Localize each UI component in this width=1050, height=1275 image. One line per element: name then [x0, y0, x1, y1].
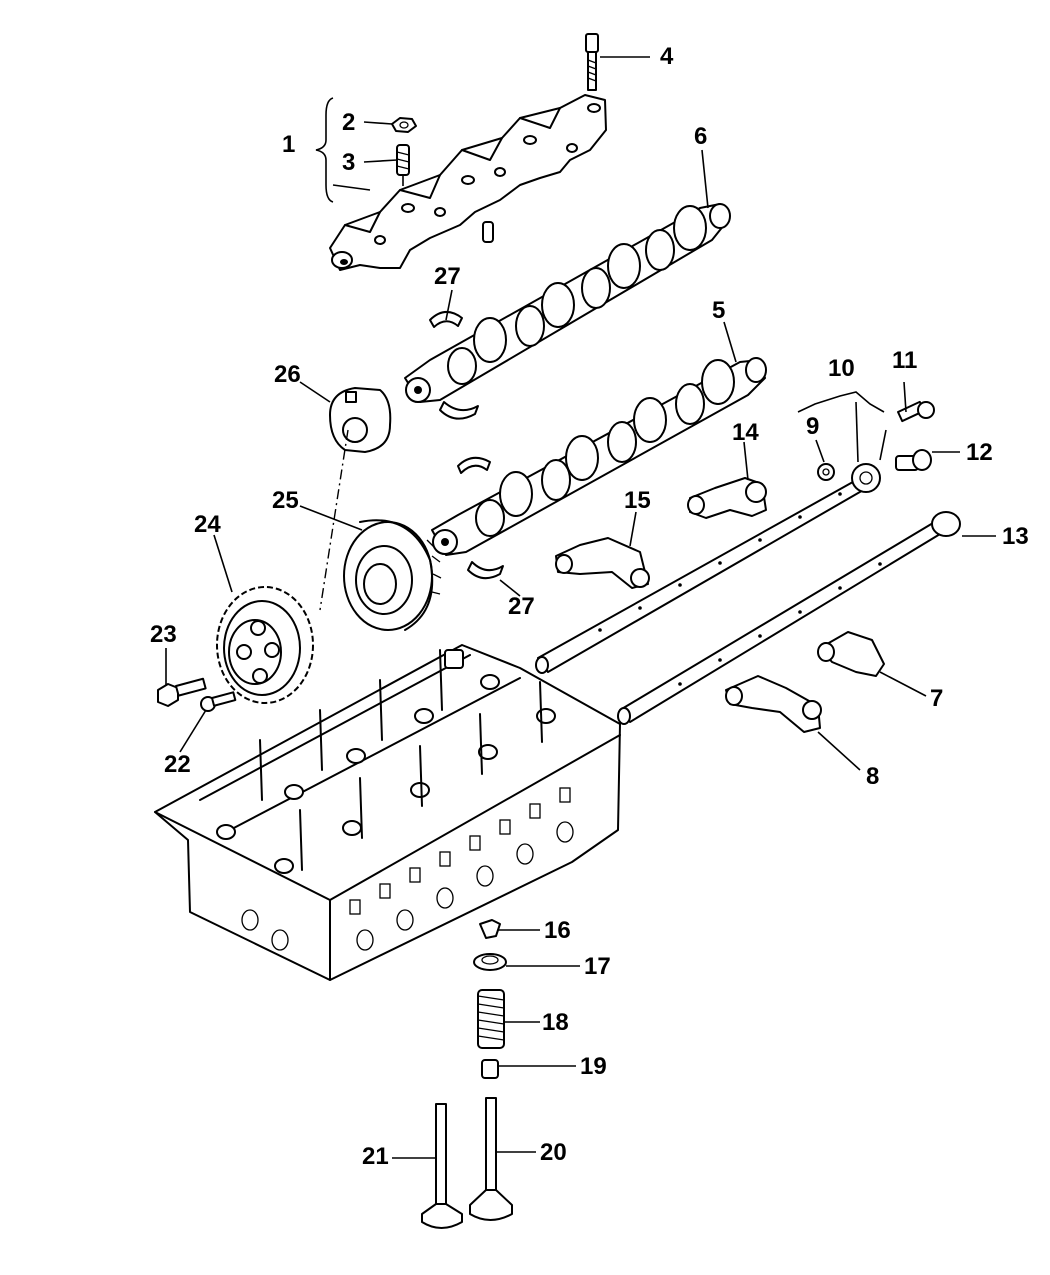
callout-21: 21 — [362, 1143, 389, 1170]
leader-6 — [701, 149, 709, 209]
leader-22 — [179, 709, 207, 753]
sprocket-24-drawing — [216, 586, 314, 704]
callout-19: 19 — [580, 1053, 607, 1080]
cylinder-head-drawing — [154, 644, 621, 981]
callout-26: 26 — [274, 361, 301, 388]
callout-25: 25 — [272, 487, 299, 514]
leader-9 — [815, 439, 825, 463]
callout-7: 7 — [930, 685, 943, 712]
spring-retainer-17-drawing — [473, 953, 507, 971]
callout-12: 12 — [966, 439, 993, 466]
callout-27-bottom: 27 — [508, 593, 535, 620]
callout-8: 8 — [866, 763, 879, 790]
bearing-cap-carrier-1-drawing — [329, 94, 607, 271]
nut-2-drawing — [391, 117, 417, 133]
plug-12-drawing — [895, 449, 932, 471]
hub-26-drawing — [329, 387, 392, 453]
leader-24 — [213, 534, 233, 593]
callout-2: 2 — [342, 109, 355, 136]
bracket-10 — [797, 391, 885, 413]
valve-spring-18-drawing — [477, 989, 505, 1049]
rocker-arm-8-drawing — [725, 675, 822, 733]
camshaft-5-drawing — [431, 357, 767, 556]
callout-11: 11 — [892, 347, 917, 374]
callout-15: 15 — [624, 487, 651, 514]
leader-3 — [363, 159, 398, 163]
leader-11a — [903, 381, 907, 413]
stud-3-drawing — [396, 144, 410, 186]
leader-15 — [629, 511, 637, 547]
leader-2 — [363, 121, 393, 125]
callout-3: 3 — [342, 149, 355, 176]
leader-27-top — [445, 289, 453, 321]
bracket-1 — [315, 97, 334, 203]
callout-9: 9 — [806, 413, 819, 440]
leader-25 — [299, 505, 363, 531]
callout-20: 20 — [540, 1139, 567, 1166]
callout-23: 23 — [150, 621, 177, 648]
bolt-22-drawing — [200, 691, 237, 712]
callout-14: 14 — [732, 419, 759, 446]
valve-keeper-16-drawing — [479, 919, 501, 939]
valve-stem-seal-19-drawing — [481, 1059, 499, 1079]
leader-11b — [879, 429, 887, 461]
rocker-shaft-13-drawing — [617, 511, 961, 725]
callout-10: 10 — [828, 355, 855, 382]
leader-8 — [817, 731, 861, 771]
intake-valve-21-drawing — [421, 1103, 463, 1229]
callout-4: 4 — [660, 43, 674, 70]
rocker-arm-14-drawing — [687, 477, 767, 519]
callout-13: 13 — [1002, 523, 1029, 550]
rocker-arm-15-drawing — [555, 537, 650, 589]
callout-6: 6 — [694, 123, 707, 150]
bolt-11-drawing — [897, 400, 935, 423]
damper-25-drawing — [343, 519, 442, 631]
leader-5 — [723, 321, 737, 363]
callout-27-top: 27 — [434, 263, 461, 290]
leader-27-bottom — [499, 579, 521, 597]
exhaust-valve-20-drawing — [469, 1097, 513, 1221]
leader-26 — [299, 381, 331, 403]
leader-10 — [855, 401, 859, 463]
callout-1: 1 — [282, 131, 295, 158]
callout-5: 5 — [712, 297, 725, 324]
leader-14 — [743, 441, 749, 481]
rocker-shaft-10-drawing — [535, 463, 881, 674]
camshaft-6-drawing — [404, 203, 731, 403]
callout-16: 16 — [544, 917, 571, 944]
rocker-arm-7-drawing — [817, 631, 885, 677]
bolt-23-drawing — [157, 677, 207, 707]
washer-9-drawing — [817, 463, 835, 481]
callout-22: 22 — [164, 751, 191, 778]
callout-24: 24 — [194, 511, 221, 538]
leader-1a — [332, 184, 371, 191]
bolt-4-drawing — [585, 33, 599, 91]
callout-18: 18 — [542, 1009, 569, 1036]
callout-17: 17 — [584, 953, 611, 980]
leader-7 — [879, 671, 927, 697]
